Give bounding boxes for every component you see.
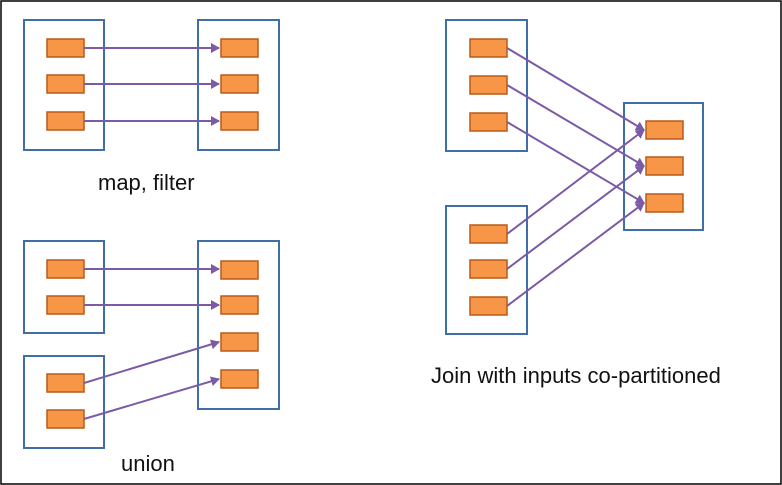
join-parent-partition <box>469 75 508 95</box>
join-parent-rdd-a <box>445 19 528 152</box>
join-diagram: Join with inputs co-partitioned <box>431 19 721 388</box>
union-parent-partition <box>46 259 85 279</box>
join-arrow <box>506 202 645 307</box>
join-child-partition <box>645 120 684 140</box>
union-arrow <box>83 376 220 420</box>
union-parent-partition <box>46 409 85 429</box>
map-child-partition <box>220 38 259 58</box>
union-arrow <box>83 339 220 384</box>
join-parent-partition <box>469 259 508 279</box>
union-parent-rdd-b <box>23 355 105 449</box>
union-child-partition <box>220 332 259 352</box>
map-parent-partition <box>46 111 85 131</box>
union-child-rdd <box>197 240 280 410</box>
map-child-partition <box>220 74 259 94</box>
join-parent-partition <box>469 224 508 244</box>
join-arrow <box>506 84 645 167</box>
map-filter-caption: map, filter <box>98 170 195 195</box>
union-parent-rdd-a <box>23 240 105 334</box>
join-parent-partition <box>469 38 508 58</box>
join-child-rdd <box>623 102 704 231</box>
join-arrow <box>506 121 645 204</box>
join-arrow <box>506 47 645 131</box>
union-diagram: union <box>23 240 280 476</box>
join-caption: Join with inputs co-partitioned <box>431 363 721 388</box>
map-child-partition <box>220 111 259 131</box>
union-parent-partition <box>46 373 85 393</box>
join-parent-rdd-b <box>445 205 528 335</box>
union-child-partition <box>220 369 259 389</box>
map-parent-partition <box>46 74 85 94</box>
join-arrow <box>506 165 645 270</box>
union-child-partition <box>220 260 259 280</box>
map-parent-partition <box>46 38 85 58</box>
join-parent-partition <box>469 112 508 132</box>
union-parent-partition <box>46 295 85 315</box>
union-child-partition <box>220 295 259 315</box>
join-arrow <box>506 129 645 235</box>
join-child-partition <box>645 193 684 213</box>
join-child-partition <box>645 156 684 176</box>
map-filter-diagram: map, filter <box>23 19 280 195</box>
union-caption: union <box>121 451 175 476</box>
join-parent-partition <box>469 296 508 316</box>
